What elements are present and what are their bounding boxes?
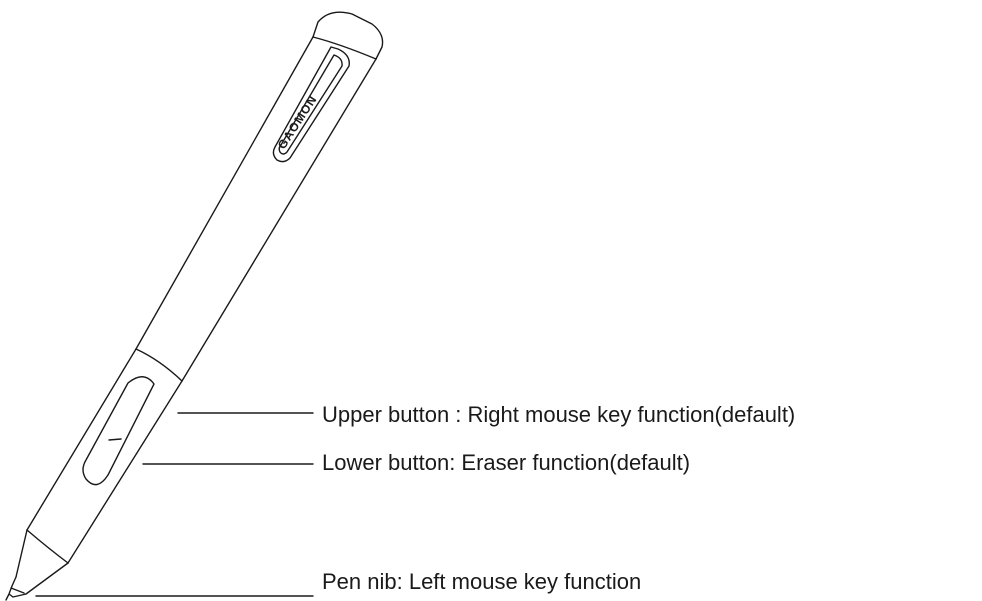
nib-collar (26, 529, 69, 564)
pen-barrel (135, 36, 377, 382)
gaomon-logo: GAOMON (272, 46, 350, 163)
nib-cone (15, 529, 69, 595)
pen-nib (5, 576, 27, 601)
pen-top-cap (312, 11, 384, 60)
pen-cap-band (312, 36, 377, 60)
lower-button-label: Lower button: Eraser function(default) (322, 450, 691, 475)
pen-grip (26, 348, 183, 564)
upper-button-label: Upper button : Right mouse key function(… (322, 402, 796, 427)
side-button-divider (108, 438, 122, 441)
grip-joint (135, 348, 183, 382)
pen-nib-label: Pen nib: Left mouse key function (322, 569, 642, 594)
side-button (82, 376, 155, 486)
